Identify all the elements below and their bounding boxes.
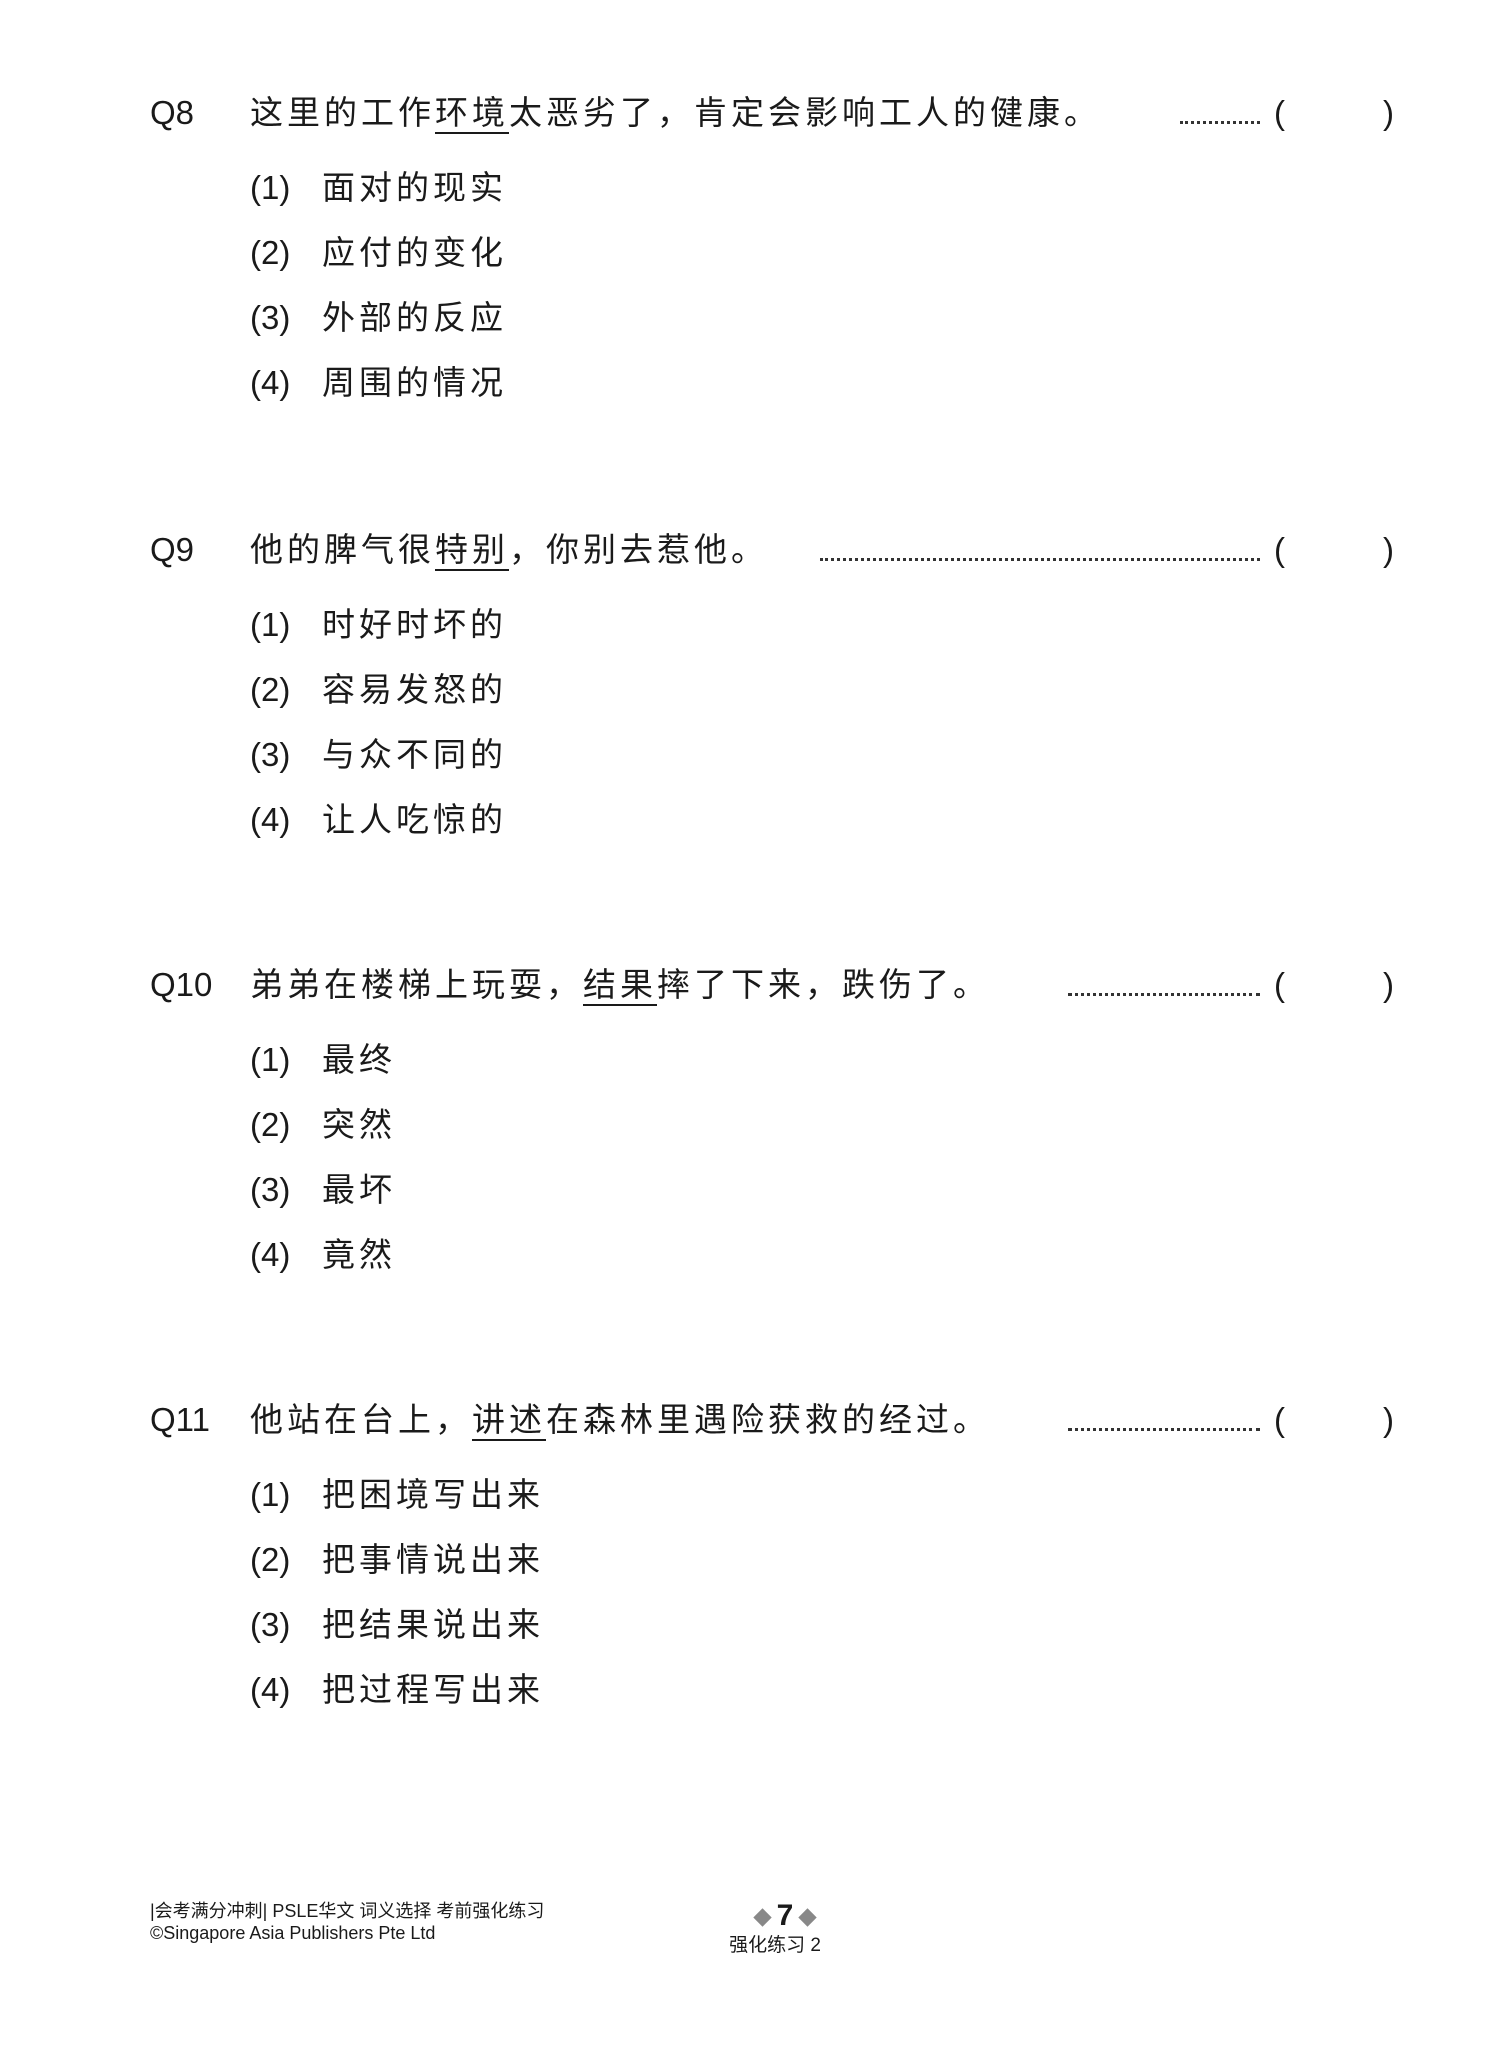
diamond-icon — [752, 1907, 772, 1927]
option-number: (1) — [250, 1041, 291, 1078]
option: (4) 把过程写出来 — [250, 1670, 544, 1710]
answer-bracket-close: ) — [1383, 966, 1394, 1003]
option: (3) 外部的反应 — [250, 298, 507, 338]
copyright: ©Singapore Asia Publishers Pte Ltd — [150, 1923, 436, 1943]
section-label: 强化练习 2 — [729, 1935, 821, 1956]
option: (2) 把事情说出来 — [250, 1540, 544, 1580]
option-number: (2) — [250, 234, 291, 271]
text-before: 弟弟在楼梯上玩耍， — [250, 965, 583, 1004]
option: (3) 最坏 — [250, 1170, 396, 1210]
footer-left: |会考满分冲刺| PSLE华文 词义选择 考前强化练习 ©Singapore A… — [150, 1900, 544, 1944]
text-after: 太恶劣了，肯定会影响工人的健康。 — [509, 93, 1101, 132]
option-number: (3) — [250, 299, 291, 336]
question-text: 弟弟在楼梯上玩耍，结果摔了下来，跌伤了。 — [250, 965, 990, 1005]
option-text: 把结果说出来 — [322, 1605, 544, 1644]
answer-bracket-open[interactable]: ( — [1274, 1401, 1285, 1438]
dotted-leader — [1180, 81, 1260, 124]
option-number: (1) — [250, 1476, 291, 1513]
option-text: 让人吃惊的 — [322, 800, 507, 839]
diamond-icon — [798, 1907, 818, 1927]
page-number-row: 7 — [735, 1900, 835, 1932]
option-text: 把事情说出来 — [322, 1540, 544, 1579]
option-text: 容易发怒的 — [322, 670, 507, 709]
option: (3) 把结果说出来 — [250, 1605, 544, 1645]
option-number: (1) — [250, 169, 291, 206]
option-number: (2) — [250, 1106, 291, 1143]
option-text: 把过程写出来 — [322, 1670, 544, 1709]
question-text: 这里的工作环境太恶劣了，肯定会影响工人的健康。 — [250, 93, 1101, 133]
option: (3) 与众不同的 — [250, 735, 507, 775]
dotted-leader — [1068, 953, 1260, 996]
option: (2) 应付的变化 — [250, 233, 507, 273]
text-after: 摔了下来，跌伤了。 — [657, 965, 990, 1004]
option-text: 与众不同的 — [322, 735, 507, 774]
option-text: 最坏 — [322, 1170, 396, 1209]
option-text: 周围的情况 — [322, 363, 507, 402]
answer-bracket-open[interactable]: ( — [1274, 966, 1285, 1003]
option-text: 最终 — [322, 1040, 396, 1079]
option: (2) 突然 — [250, 1105, 396, 1145]
option-number: (3) — [250, 1606, 291, 1643]
underlined-word: 环境 — [435, 93, 509, 132]
underlined-word: 讲述 — [472, 1400, 546, 1439]
option-text: 把困境写出来 — [322, 1475, 544, 1514]
option-number: (4) — [250, 364, 291, 401]
option-number: (4) — [250, 801, 291, 838]
answer-bracket-open[interactable]: ( — [1274, 94, 1285, 131]
option-number: (3) — [250, 736, 291, 773]
option-number: (2) — [250, 671, 291, 708]
answer-bracket-open[interactable]: ( — [1274, 531, 1285, 568]
text-before: 这里的工作 — [250, 93, 435, 132]
option-number: (3) — [250, 1171, 291, 1208]
option-number: (4) — [250, 1236, 291, 1273]
option: (1) 把困境写出来 — [250, 1475, 544, 1515]
option: (1) 时好时坏的 — [250, 605, 507, 645]
option-text: 应付的变化 — [322, 233, 507, 272]
question-text: 他的脾气很特别，你别去惹他。 — [250, 530, 768, 570]
underlined-word: 结果 — [583, 965, 657, 1004]
option-number: (4) — [250, 1671, 291, 1708]
question-text: 他站在台上，讲述在森林里遇险获救的经过。 — [250, 1400, 990, 1440]
option: (4) 竟然 — [250, 1235, 396, 1275]
option: (1) 最终 — [250, 1040, 396, 1080]
option: (4) 周围的情况 — [250, 363, 507, 403]
option-text: 时好时坏的 — [322, 605, 507, 644]
option: (4) 让人吃惊的 — [250, 800, 507, 840]
text-before: 他的脾气很 — [250, 530, 435, 569]
option-number: (1) — [250, 606, 291, 643]
footer-right: 7 强化练习 2 — [729, 1900, 835, 1960]
question-number: Q11 — [150, 1401, 210, 1438]
answer-bracket-close: ) — [1383, 94, 1394, 131]
question-number: Q9 — [150, 531, 195, 568]
option-text: 外部的反应 — [322, 298, 507, 337]
underlined-word: 特别 — [435, 530, 509, 569]
text-after: 在森林里遇险获救的经过。 — [546, 1400, 990, 1439]
option-text: 面对的现实 — [322, 168, 507, 207]
option: (2) 容易发怒的 — [250, 670, 507, 710]
option-text: 突然 — [322, 1105, 396, 1144]
book-title: |会考满分冲刺| PSLE华文 词义选择 考前强化练习 — [150, 1901, 545, 1921]
option-text: 竟然 — [322, 1235, 396, 1274]
dotted-leader — [1068, 1388, 1260, 1431]
question-number: Q8 — [150, 94, 195, 131]
answer-bracket-close: ) — [1383, 1401, 1394, 1438]
answer-bracket-close: ) — [1383, 531, 1394, 568]
option: (1) 面对的现实 — [250, 168, 507, 208]
text-after: ，你别去惹他。 — [509, 530, 768, 569]
question-number: Q10 — [150, 966, 213, 1003]
text-before: 他站在台上， — [250, 1400, 472, 1439]
option-number: (2) — [250, 1541, 291, 1578]
page-number: 7 — [776, 1899, 794, 1932]
dotted-leader — [820, 518, 1260, 561]
